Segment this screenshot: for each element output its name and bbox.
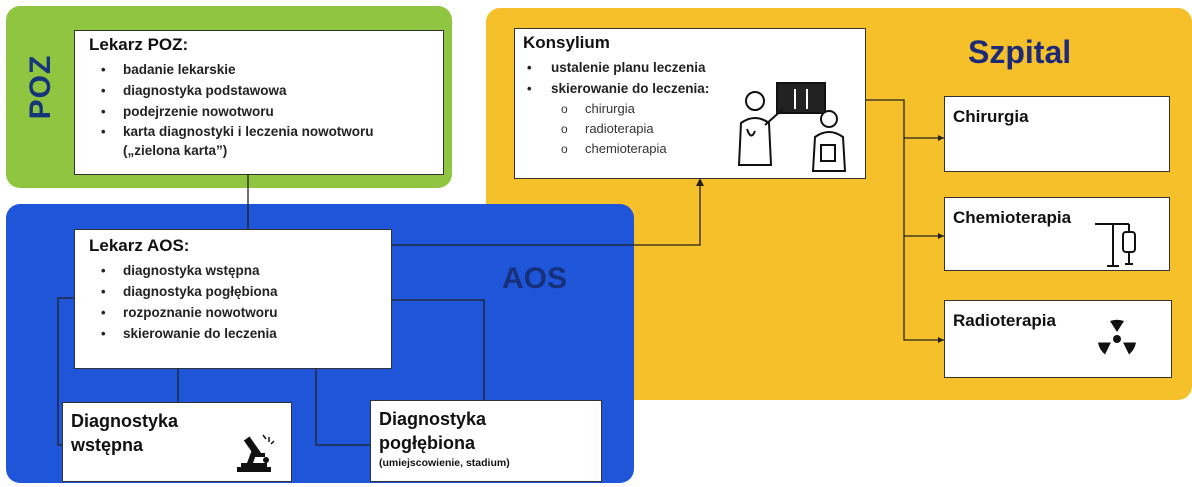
lekarz-aos-box: Lekarz AOS: diagnostyka wstępna diagnost… [74, 229, 392, 369]
radiation-icon [1098, 319, 1136, 355]
diagnostyka-poglebiona-box: Diagnostyka pogłębiona (umiejscowienie, … [370, 400, 602, 482]
konsylium-item: skierowanie do leczenia: [523, 78, 857, 99]
aos-item: rozpoznanie nowotworu [89, 302, 377, 323]
aos-label: AOS [502, 262, 568, 295]
chirurgia-label: Chirurgia [953, 107, 1029, 126]
lekarz-aos-title: Lekarz AOS: [89, 236, 190, 255]
konsylium-box: Konsylium ustalenie planu leczenia skier… [514, 28, 866, 179]
iv-drip-icon [1095, 223, 1136, 267]
aos-item: diagnostyka wstępna [89, 260, 377, 281]
microscope-icon [237, 434, 275, 472]
szpital-label: Szpital [968, 34, 1072, 70]
diagnostyka-poglebiona-line2: pogłębiona [379, 433, 475, 453]
diagnostyka-poglebiona-line1: Diagnostyka [379, 409, 487, 429]
konsylium-subitem: chemioterapia [523, 139, 857, 159]
radioterapia-box: Radioterapia [944, 300, 1172, 378]
lekarz-poz-box: Lekarz POZ: badanie lekarskie diagnostyk… [74, 30, 444, 175]
konsylium-title: Konsylium [523, 33, 610, 52]
konsylium-subitem: chirurgia [523, 99, 857, 119]
poz-item: badanie lekarskie [89, 59, 429, 80]
aos-item: diagnostyka pogłębiona [89, 281, 377, 302]
konsylium-subitem: radioterapia [523, 119, 857, 139]
radioterapia-label: Radioterapia [953, 311, 1056, 330]
doctors-xray-icon [737, 82, 847, 172]
poz-item: karta diagnostyki i leczenia nowotworu (… [89, 122, 429, 160]
poz-item: diagnostyka podstawowa [89, 80, 429, 101]
chemioterapia-label: Chemioterapia [953, 208, 1072, 227]
chirurgia-box: Chirurgia [944, 96, 1170, 172]
diagnostyka-poglebiona-note: (umiejscowienie, stadium) [379, 457, 510, 469]
chemioterapia-box: Chemioterapia [944, 197, 1170, 271]
lekarz-poz-title: Lekarz POZ: [89, 35, 189, 54]
diagnostyka-wstepna-box: Diagnostyka wstępna [62, 402, 292, 482]
konsylium-item: ustalenie planu leczenia [523, 57, 857, 78]
diagnostyka-wstepna-line2: wstępna [71, 435, 144, 455]
diagnostyka-wstepna-line1: Diagnostyka [71, 411, 179, 431]
poz-item: podejrzenie nowotworu [89, 101, 429, 122]
aos-item: skierowanie do leczenia [89, 323, 377, 344]
